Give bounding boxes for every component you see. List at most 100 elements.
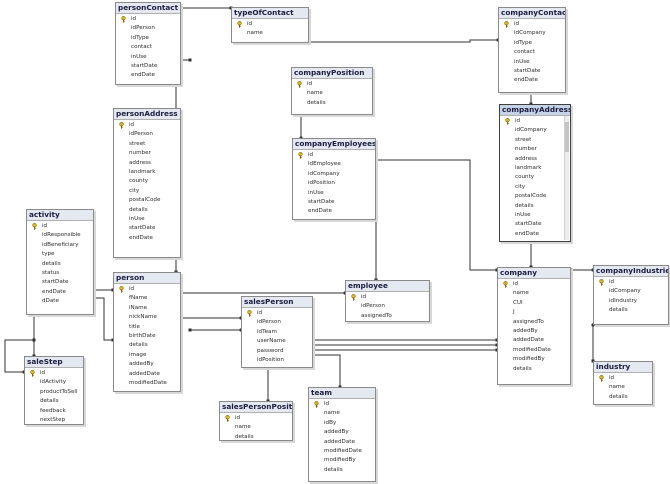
table-column[interactable]: modifiedDate xyxy=(117,379,178,388)
table-column[interactable]: name xyxy=(312,409,373,418)
table-column[interactable]: idBy xyxy=(312,419,373,428)
primary-key-column[interactable]: id xyxy=(349,293,427,302)
relationship-line[interactable] xyxy=(94,297,113,341)
table-column[interactable]: idCompany xyxy=(296,170,373,179)
table-column[interactable]: address xyxy=(503,155,568,164)
table-column[interactable]: idIndustry xyxy=(597,297,666,306)
relationship-salesPerson-team[interactable] xyxy=(313,354,341,387)
table-column[interactable]: idCompany xyxy=(503,126,568,135)
table-column[interactable]: inUse xyxy=(117,215,178,224)
table-column[interactable]: postalCode xyxy=(503,192,568,201)
table-column[interactable]: inUse xyxy=(502,58,563,67)
primary-key-column[interactable]: id xyxy=(117,121,178,130)
table-column[interactable]: details xyxy=(597,393,650,402)
table-column[interactable]: city xyxy=(117,187,178,196)
table-column[interactable]: status xyxy=(30,269,91,278)
table-column[interactable]: contact xyxy=(119,43,178,52)
table-column[interactable]: idBeneficiary xyxy=(30,241,91,250)
table-column[interactable]: addedDate xyxy=(501,336,568,345)
table-column[interactable]: idPosition xyxy=(296,179,373,188)
table-column[interactable]: number xyxy=(503,145,568,154)
table-column[interactable]: fName xyxy=(117,294,178,303)
primary-key-column[interactable]: id xyxy=(223,414,290,423)
table-column[interactable]: addedDate xyxy=(312,438,373,447)
table-column[interactable]: userName xyxy=(245,337,310,346)
table-column[interactable]: CUI xyxy=(501,299,568,308)
table-salesPersonPosition[interactable]: salesPersonPositionidnamedetails xyxy=(219,401,293,441)
table-title[interactable]: companyEmployees xyxy=(293,139,375,150)
primary-key-column[interactable]: id xyxy=(295,80,370,89)
table-title[interactable]: salesPerson xyxy=(242,297,312,308)
primary-key-column[interactable]: id xyxy=(119,15,178,24)
relationship-saleStep-saleStep[interactable] xyxy=(4,339,34,373)
table-column[interactable]: details xyxy=(597,306,666,315)
primary-key-column[interactable]: id xyxy=(597,278,666,287)
table-title[interactable]: companyPosition xyxy=(292,68,372,79)
table-column[interactable]: endDate xyxy=(296,207,373,216)
table-title[interactable]: industry xyxy=(594,362,652,373)
table-title[interactable]: typeOfContact xyxy=(232,8,308,19)
table-column[interactable]: startDate xyxy=(30,278,91,287)
table-column[interactable]: name xyxy=(501,289,568,298)
table-column[interactable]: addedDate xyxy=(117,370,178,379)
primary-key-column[interactable]: id xyxy=(235,20,306,29)
primary-key-column[interactable]: id xyxy=(312,400,373,409)
table-column[interactable]: details xyxy=(295,99,370,108)
table-title[interactable]: personAddress xyxy=(114,109,180,120)
table-title[interactable]: personContact xyxy=(116,3,180,14)
table-column[interactable]: idActivity xyxy=(28,378,81,387)
primary-key-column[interactable]: id xyxy=(30,222,91,231)
table-title[interactable]: companyContact xyxy=(499,8,565,19)
table-column[interactable]: landmark xyxy=(117,168,178,177)
table-column[interactable]: inUse xyxy=(503,211,568,220)
table-column[interactable]: feedback xyxy=(28,407,81,416)
table-column[interactable]: name xyxy=(597,383,650,392)
table-title[interactable]: company xyxy=(498,268,570,279)
primary-key-column[interactable]: id xyxy=(501,280,568,289)
table-column[interactable]: county xyxy=(503,173,568,182)
vertical-scrollbar[interactable] xyxy=(564,116,569,240)
table-column[interactable]: modifiedBy xyxy=(312,456,373,465)
table-column[interactable]: idCompany xyxy=(502,29,563,38)
table-column[interactable]: nextStep xyxy=(28,416,81,425)
relationship-companyEmployees-company[interactable] xyxy=(376,159,497,271)
table-column[interactable]: productToSell xyxy=(28,388,81,397)
table-column[interactable]: addedBy xyxy=(501,327,568,336)
table-column[interactable]: idPerson xyxy=(119,24,178,33)
table-column[interactable]: details xyxy=(30,260,91,269)
table-column[interactable]: idResponsible xyxy=(30,231,91,240)
table-column[interactable]: idType xyxy=(502,39,563,48)
table-column[interactable]: name xyxy=(223,423,290,432)
table-column[interactable]: addedBy xyxy=(117,360,178,369)
table-column[interactable]: details xyxy=(501,365,568,374)
table-column[interactable]: contact xyxy=(502,48,563,57)
table-column[interactable]: idPerson xyxy=(245,318,310,327)
table-column[interactable]: details xyxy=(312,466,373,475)
table-column[interactable]: inUse xyxy=(296,189,373,198)
table-title[interactable]: activity xyxy=(27,210,93,221)
table-title[interactable]: employee xyxy=(346,281,429,292)
table-column[interactable]: nickName xyxy=(117,313,178,322)
table-column[interactable]: number xyxy=(117,149,178,158)
table-title[interactable]: team xyxy=(309,388,375,399)
table-column[interactable]: password xyxy=(245,347,310,356)
table-column[interactable]: lName xyxy=(117,304,178,313)
primary-key-column[interactable]: id xyxy=(296,151,373,160)
table-column[interactable]: endDate xyxy=(117,234,178,243)
table-column[interactable]: details xyxy=(28,397,81,406)
table-column[interactable]: modifiedDate xyxy=(501,346,568,355)
